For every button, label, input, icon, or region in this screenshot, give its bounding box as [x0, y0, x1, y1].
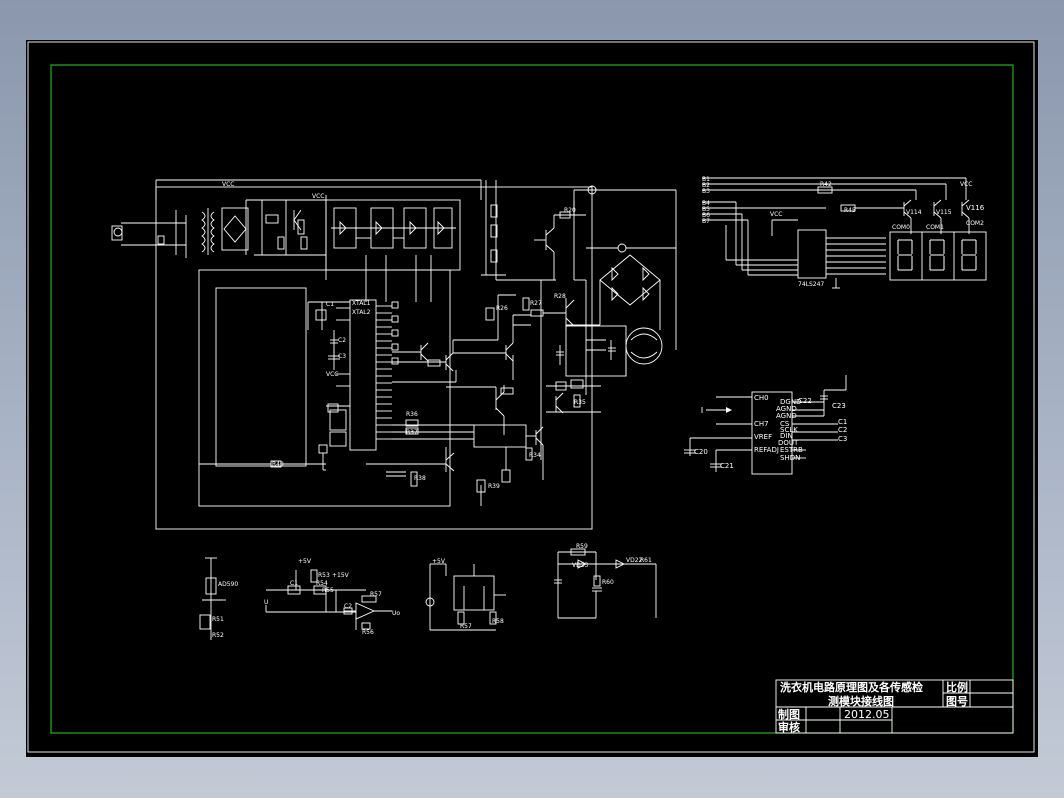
label-adc-c2: C2: [838, 426, 847, 434]
label-com2: COM2: [966, 220, 984, 227]
drawn-by-label: 制图: [778, 707, 800, 721]
label-cs: CS: [780, 420, 790, 428]
label-r58: R58: [492, 618, 504, 625]
label-r57: R57: [370, 591, 382, 598]
label-ch7: CH7: [754, 420, 769, 428]
label-v115: V115: [936, 209, 952, 216]
label-c1: C1: [326, 301, 334, 308]
adc-circuit: [684, 375, 847, 475]
label-plus5v-1: +5V: [298, 558, 312, 565]
label-b2: B2: [702, 182, 710, 189]
drawing-title-line1: 洗衣机电路原理图及各传感检: [780, 680, 923, 694]
drawing-date: 2012.05: [844, 708, 890, 721]
label-r36: R36: [406, 411, 418, 418]
label-plus5v-2: +5V: [432, 558, 446, 565]
label-opamp-c1: C1: [290, 580, 298, 587]
label-refadj: REFADJ: [754, 446, 779, 454]
label-b3: B3: [702, 188, 710, 195]
component-labels: VCC VCC C1 C2 C3 VCC XTAL1 XTAL2 R40 R36…: [212, 176, 985, 639]
label-c2: C2: [338, 337, 346, 344]
label-b4: B4: [702, 200, 710, 207]
label-agnd-2: AGND: [776, 412, 797, 420]
label-vcc-disp: VCC: [960, 181, 972, 188]
label-shdn: SHDN: [780, 454, 800, 462]
label-ad590: AD590: [218, 581, 238, 588]
label-c20: C20: [694, 448, 708, 456]
drawing-number-label: 图号: [946, 695, 968, 708]
label-r39: R39: [488, 483, 500, 490]
title-block: [775, 679, 1014, 734]
label-r52: R52: [212, 632, 224, 639]
label-r55: R55: [322, 587, 334, 594]
label-com0: COM0: [892, 224, 910, 231]
label-b5: B5: [702, 206, 710, 213]
label-r45: R45: [844, 207, 856, 214]
sensor-modules: [199, 548, 657, 640]
label-vref: VREF: [754, 433, 772, 441]
label-c23: C23: [832, 402, 846, 410]
label-sclk: SCLK: [780, 426, 798, 434]
label-r59: R59: [576, 543, 588, 550]
label-r20: R20: [564, 207, 576, 214]
label-r56: R56: [362, 629, 374, 636]
label-adc-c1: C1: [838, 418, 847, 426]
label-v116: V116: [966, 204, 985, 212]
label-r34: R34: [529, 452, 541, 459]
label-r37: R37: [406, 429, 418, 436]
label-adc-c3: C3: [838, 435, 847, 443]
label-v114: V114: [906, 209, 922, 216]
title-block-text: 洗衣机电路原理图及各传感检 测模块接线图 比例 图号 制图 2012.05 审核: [778, 680, 968, 734]
label-c22: C22: [798, 397, 812, 405]
display-circuit: [702, 177, 987, 289]
label-r42: R42: [820, 181, 832, 188]
label-plus15v: +15V: [332, 572, 350, 579]
label-agnd-1: AGND: [776, 405, 797, 413]
label-7447: 74LS247: [798, 281, 824, 288]
label-c3: C3: [338, 353, 346, 360]
scale-label: 比例: [946, 680, 968, 694]
label-com1: COM1: [926, 224, 944, 231]
label-r40: R40: [272, 461, 284, 468]
label-dout: DOUT: [778, 439, 799, 447]
label-r60: R60: [602, 579, 614, 586]
label-r35: R35: [574, 399, 586, 406]
label-r38: R38: [414, 475, 426, 482]
label-u-in: U: [264, 599, 268, 606]
label-vcc-mcu: VCC: [326, 371, 338, 378]
label-r51: R51: [212, 616, 224, 623]
label-r61: R61: [640, 557, 652, 564]
label-vcc-dec: VCC: [770, 211, 782, 218]
label-xtal2: XTAL2: [352, 309, 371, 316]
label-b7: B7: [702, 218, 710, 225]
label-b1: B1: [702, 176, 710, 183]
label-vcc-2: VCC: [312, 193, 324, 200]
label-vcc-main: VCC: [222, 181, 234, 188]
label-vd22: VD22: [626, 557, 643, 564]
label-r54: R54: [316, 580, 328, 587]
label-b6: B6: [702, 212, 710, 219]
label-r26: R26: [496, 305, 508, 312]
label-c21: C21: [720, 462, 734, 470]
label-u-out: Uo: [392, 610, 400, 617]
schematic-drawing: VCC VCC C1 C2 C3 VCC XTAL1 XTAL2 R40 R36…: [27, 41, 1035, 753]
drawing-frame: [50, 64, 1014, 734]
label-r57b: R57: [460, 623, 472, 630]
main-circuit: [111, 179, 677, 530]
label-xtal1: XTAL1: [352, 300, 371, 307]
cad-viewport[interactable]: VCC VCC C1 C2 C3 VCC XTAL1 XTAL2 R40 R36…: [26, 40, 1038, 757]
label-ch0: CH0: [754, 394, 769, 402]
label-r28: R28: [554, 293, 566, 300]
label-vd23: VD23: [572, 562, 589, 569]
label-estrb: ESTRB: [780, 446, 803, 454]
label-opamp-c2: C2: [344, 603, 352, 610]
drawing-title-line2: 测模块接线图: [828, 694, 894, 708]
label-r53: R53: [318, 572, 330, 579]
label-dgnd: DGND: [780, 398, 801, 406]
label-r27: R27: [530, 300, 542, 307]
label-din: DIN: [780, 432, 793, 440]
sheet-border: [27, 41, 1035, 753]
reviewed-by-label: 审核: [778, 720, 800, 734]
